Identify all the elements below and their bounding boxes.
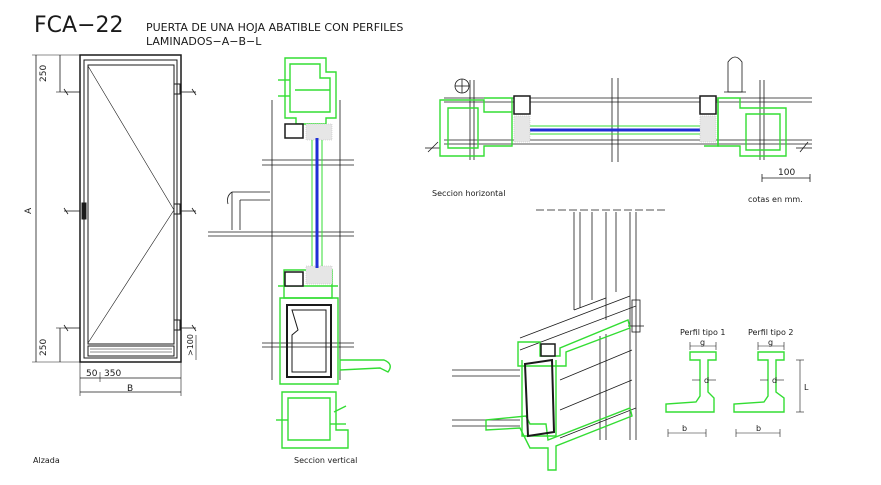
dim-350: 350 [104,369,121,379]
vertical-section [208,57,391,449]
caption-alzada: Alzada [33,456,60,465]
dim-50: 50 [86,369,98,379]
isometric-detail [452,209,665,471]
scale-100: 100 [778,168,795,178]
dim-d-type2: d [772,376,777,385]
profile-type2 [733,342,804,437]
door-elevation [32,54,197,396]
dim-min-100: >100 [186,334,195,356]
drawing-code: FCA−22 [34,13,124,38]
drawing-title-line1: PUERTA DE UNA HOJA ABATIBLE CON PERFILES [146,21,403,34]
dim-d-type1: d [704,376,709,385]
dim-g-type2: g [768,338,773,347]
profile-type1-label: Perfil tipo 1 [680,328,726,337]
dim-width-b: B [127,384,133,394]
dim-top-250: 250 [39,65,49,82]
dim-b-type2: b [756,424,761,433]
units-note: cotas en mm. [748,195,803,204]
dim-l-type2: L [804,383,809,392]
dim-b-type1: b [682,424,687,433]
caption-seccion-vertical: Seccion vertical [294,456,357,465]
dim-height-a: A [24,207,34,214]
drawing-title-line2: LAMINADOS−A−B−L [146,35,262,48]
horizontal-section [425,56,812,182]
dim-bottom-250: 250 [39,339,49,356]
dim-g-type1: g [700,338,705,347]
caption-seccion-horizontal: Seccion horizontal [432,189,505,198]
profile-type1 [665,342,717,437]
profile-type2-label: Perfil tipo 2 [748,328,794,337]
